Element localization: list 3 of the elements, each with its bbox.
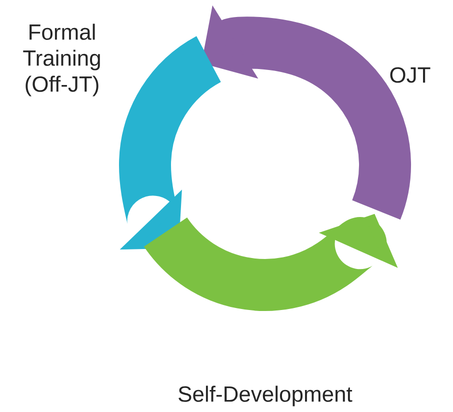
cycle-label: OJT xyxy=(390,67,430,83)
cycle-label: Formal Training (Off-JT) xyxy=(23,24,100,96)
cycle-label: Self-Development xyxy=(178,386,352,406)
